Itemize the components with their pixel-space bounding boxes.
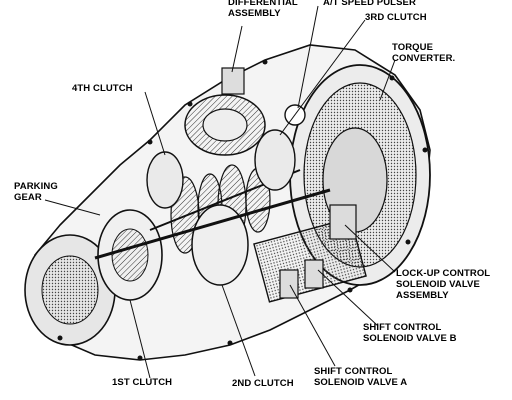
third-clutch-drum — [254, 129, 296, 191]
label-fourth-clutch: 4TH CLUTCH — [72, 83, 133, 94]
housing-bolts — [57, 59, 428, 361]
label-shift-b-line2: SOLENOID VALVE B — [363, 333, 457, 344]
label-torque-line2: CONVERTER. — [392, 53, 456, 64]
label-torque-line1: TORQUE — [392, 42, 434, 53]
shift-solenoid-b — [304, 259, 324, 289]
label-third-clutch: 3RD CLUTCH — [365, 12, 427, 23]
label-shift-b-line1: SHIFT CONTROL — [363, 322, 442, 333]
leader-lines — [44, 5, 396, 379]
label-parking-gear: PARKING GEAR — [14, 181, 58, 203]
label-lockup-line1: LOCK-UP CONTROL — [396, 268, 491, 279]
label-differential: DIFFERENTIAL ASSEMBLY — [228, 0, 298, 19]
label-lockup-solenoid: LOCK-UP CONTROL SOLENOID VALVE ASSEMBLY — [396, 268, 490, 301]
label-differential-line1: DIFFERENTIAL — [228, 0, 298, 8]
first-clutch-inner — [111, 228, 149, 282]
main-shaft — [94, 188, 331, 260]
fourth-clutch-drum — [146, 151, 184, 209]
end-cover-inner — [41, 255, 99, 325]
label-shift-a-line1: SHIFT CONTROL — [314, 366, 393, 377]
label-parking-line1: PARKING — [14, 181, 58, 192]
label-second-clutch: 2ND CLUTCH — [232, 378, 294, 389]
differential-center — [202, 108, 248, 142]
label-first-clutch: 1ST CLUTCH — [112, 377, 173, 388]
label-shift-solenoid-b: SHIFT CONTROL SOLENOID VALVE B — [363, 322, 457, 344]
lockup-solenoid — [329, 204, 357, 240]
label-at-speed-pulser: A/T SPEED PULSER — [323, 0, 416, 8]
label-shift-a-line2: SOLENOID VALVE A — [314, 377, 408, 388]
label-parking-line2: GEAR — [14, 192, 42, 203]
label-lockup-line3: ASSEMBLY — [396, 290, 449, 301]
label-torque-converter: TORQUE CONVERTER. — [392, 42, 455, 64]
label-differential-line2: ASSEMBLY — [228, 8, 281, 19]
label-lockup-line2: SOLENOID VALVE — [396, 279, 480, 290]
label-shift-solenoid-a: SHIFT CONTROL SOLENOID VALVE A — [314, 366, 407, 388]
differential-cap — [221, 67, 245, 95]
